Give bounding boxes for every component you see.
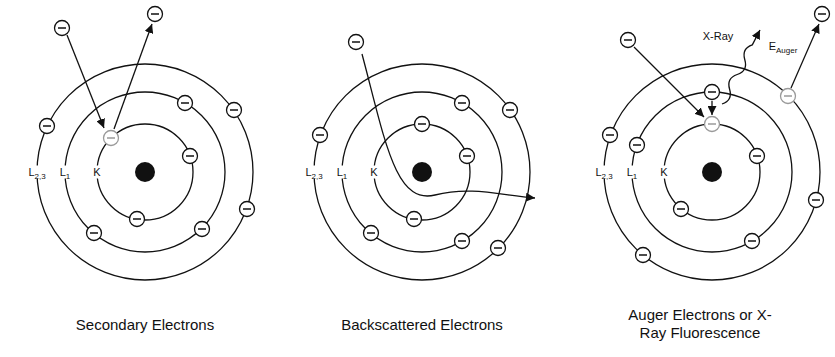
xray-label: X-Ray (702, 30, 735, 43)
electron (630, 138, 645, 153)
electron (178, 96, 193, 111)
label-main: L (627, 166, 633, 178)
electron (364, 226, 379, 241)
shell-l23 (37, 64, 253, 280)
electron (503, 103, 518, 118)
electron (809, 193, 824, 208)
vacancy-electron (104, 131, 119, 146)
shell-l1 (342, 92, 502, 252)
nucleus (702, 162, 722, 182)
auger-arrow (791, 24, 819, 88)
electron (745, 234, 760, 249)
electron (183, 149, 198, 164)
atom-shells (37, 64, 253, 280)
electron (40, 119, 55, 134)
shell-label: L2,3 (27, 166, 46, 179)
label-subscript: 2,3 (602, 172, 613, 181)
shell-l23 (314, 64, 530, 280)
electron (455, 234, 470, 249)
electron (636, 248, 651, 263)
electron (603, 128, 618, 143)
caption: Backscattered Electrons (302, 316, 542, 334)
label-main: L (60, 166, 66, 178)
incident-arrow (634, 47, 704, 117)
vacancy-electron (705, 117, 720, 132)
energy-label: EAuger (768, 40, 799, 53)
label-subscript: 1 (633, 172, 637, 181)
secondary-electron (148, 7, 163, 22)
shell-label: L1 (59, 166, 72, 179)
electron (705, 85, 720, 100)
label-subscript: 2,3 (35, 172, 46, 181)
shell-label: L1 (626, 166, 639, 179)
electron (227, 103, 242, 118)
electron (240, 202, 255, 217)
caption: Secondary Electrons (35, 316, 255, 334)
electron (674, 202, 689, 217)
electron (130, 212, 145, 227)
electron (491, 241, 506, 256)
vacancy-electron (781, 89, 796, 104)
shell-label: L1 (336, 166, 349, 179)
shell-k (664, 124, 760, 220)
electrons (313, 35, 518, 256)
shell-label: K (92, 166, 101, 179)
electrons (40, 7, 255, 241)
shell-label: K (659, 166, 668, 179)
label-subscript: 1 (66, 172, 70, 181)
incident-electron (349, 35, 364, 50)
electron (750, 149, 765, 164)
backscatter-path (362, 54, 535, 198)
nucleus (135, 162, 155, 182)
label-main: L (305, 166, 311, 178)
shell-label: K (369, 166, 378, 179)
electrons (603, 7, 830, 263)
electron (313, 128, 328, 143)
shell-k (374, 124, 470, 220)
shell-label: L2,3 (594, 166, 613, 179)
electron (455, 96, 470, 111)
label-main: L (595, 166, 601, 178)
label-main: L (28, 166, 34, 178)
shell-k (97, 124, 193, 220)
incident-electron (55, 21, 70, 36)
electron (87, 226, 102, 241)
atom-shells (314, 64, 530, 280)
electron (415, 117, 430, 132)
label-subscript: 2,3 (312, 172, 323, 181)
label-main: E (769, 40, 776, 52)
nucleus (412, 162, 432, 182)
shell-label: L2,3 (304, 166, 323, 179)
label-subscript: Auger (776, 46, 797, 55)
emission-arrow (114, 24, 152, 129)
transition-arrow (711, 101, 712, 115)
electron (195, 222, 210, 237)
shell-l1 (65, 92, 225, 252)
label-main: L (337, 166, 343, 178)
auger-electron (815, 7, 830, 22)
electron (407, 212, 422, 227)
incident-arrow (67, 35, 104, 128)
label-subscript: 1 (343, 172, 347, 181)
electron (460, 149, 475, 164)
atom-shells (604, 64, 820, 280)
shell-l1 (632, 92, 792, 252)
caption: Auger Electrons or X-Ray Fluorescence (620, 306, 780, 342)
incident-electron (621, 33, 636, 48)
shell-l23 (604, 64, 820, 280)
